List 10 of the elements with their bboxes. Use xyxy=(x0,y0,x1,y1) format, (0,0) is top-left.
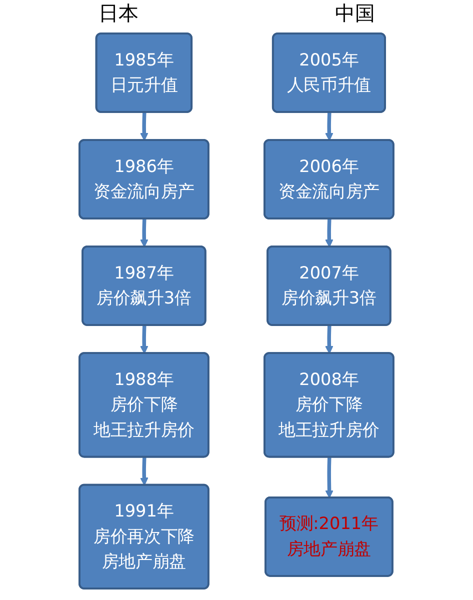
column-heading: 日本 xyxy=(98,0,138,26)
arrow xyxy=(140,325,148,354)
arrow xyxy=(325,325,334,354)
arrow xyxy=(325,112,334,141)
arrow xyxy=(140,218,148,248)
arrow xyxy=(325,457,334,498)
column-heading: 中国 xyxy=(334,0,375,26)
arrow xyxy=(325,218,334,248)
arrow xyxy=(140,112,148,141)
arrow xyxy=(140,457,148,486)
